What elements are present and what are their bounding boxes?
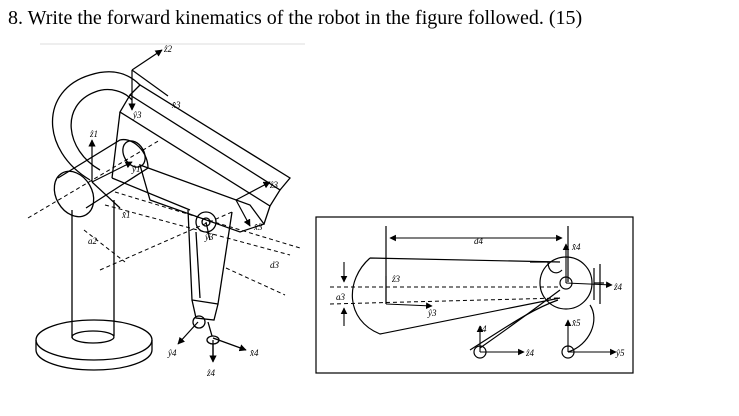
label-z4-right: ẑ4 <box>613 282 623 292</box>
label-z-bottom: ẑ4 <box>206 368 216 378</box>
robot-3d-drawing <box>35 71 291 371</box>
label-x4-lower: x̂4 <box>477 324 487 334</box>
label-z-top: ẑ2 <box>163 44 173 54</box>
label-y5: ŷ5 <box>615 348 625 358</box>
label-z-left: ẑ1 <box>89 129 98 139</box>
label-y-upper: ŷ3 <box>132 110 142 120</box>
label-x-left: x̂1 <box>121 210 131 220</box>
dashed-lines-3d <box>27 139 301 296</box>
label-a3: a3 <box>336 292 346 302</box>
label-d4: d4 <box>474 236 484 246</box>
question-text: 8. Write the forward kinematics of the r… <box>8 7 583 29</box>
label-a2: a2 <box>88 236 98 246</box>
label-x5: x̂5 <box>571 318 581 328</box>
axes-2d <box>340 234 617 356</box>
label-x4-upper: x̂4 <box>571 242 581 252</box>
label-d3: d3 <box>270 260 280 270</box>
label-x-bottom: x̂4 <box>249 348 259 358</box>
label-z3: ẑ3 <box>391 274 401 284</box>
label-y-mid: ŷ3 <box>204 232 214 242</box>
axes-3d <box>88 49 271 363</box>
label-y-left: ŷ1 <box>131 164 141 174</box>
dashed-lines-2d <box>329 286 561 305</box>
label-z-right: ẑ3 <box>269 180 279 190</box>
label-y-bottom: ŷ4 <box>167 348 177 358</box>
label-x-top: x̂3 <box>171 100 181 110</box>
label-x-right: x̂3 <box>253 222 263 232</box>
label-y3-mid: ŷ3 <box>427 308 437 318</box>
label-z4-bottom: ẑ4 <box>525 348 535 358</box>
